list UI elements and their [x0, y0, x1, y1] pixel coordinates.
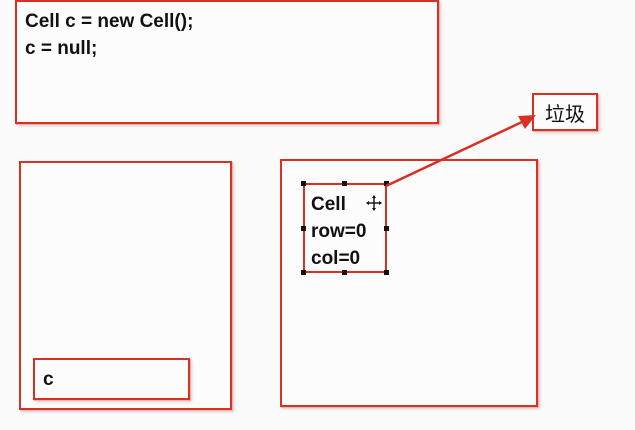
resize-handle-tr[interactable] [384, 181, 389, 186]
resize-handle-br[interactable] [384, 270, 389, 275]
resize-handle-bl[interactable] [301, 270, 306, 275]
move-icon[interactable] [365, 194, 383, 212]
resize-handle-tm[interactable] [342, 181, 347, 186]
stack-variable-c: c [33, 358, 190, 400]
object-class-name: Cell [311, 194, 346, 215]
object-field-col: col=0 [311, 248, 361, 269]
resize-handle-ml[interactable] [301, 226, 306, 231]
garbage-label: 垃圾 [545, 101, 585, 126]
resize-handle-tl[interactable] [301, 181, 306, 186]
resize-handle-bm[interactable] [342, 270, 347, 275]
object-field-row: row=0 [311, 221, 367, 242]
resize-handle-mr[interactable] [384, 226, 389, 231]
garbage-label-box: 垃圾 [532, 93, 598, 131]
code-box: Cell c = new Cell(); c = null; [15, 0, 439, 124]
code-line-2: c = null; [25, 38, 98, 59]
code-line-1: Cell c = new Cell(); [25, 11, 194, 32]
